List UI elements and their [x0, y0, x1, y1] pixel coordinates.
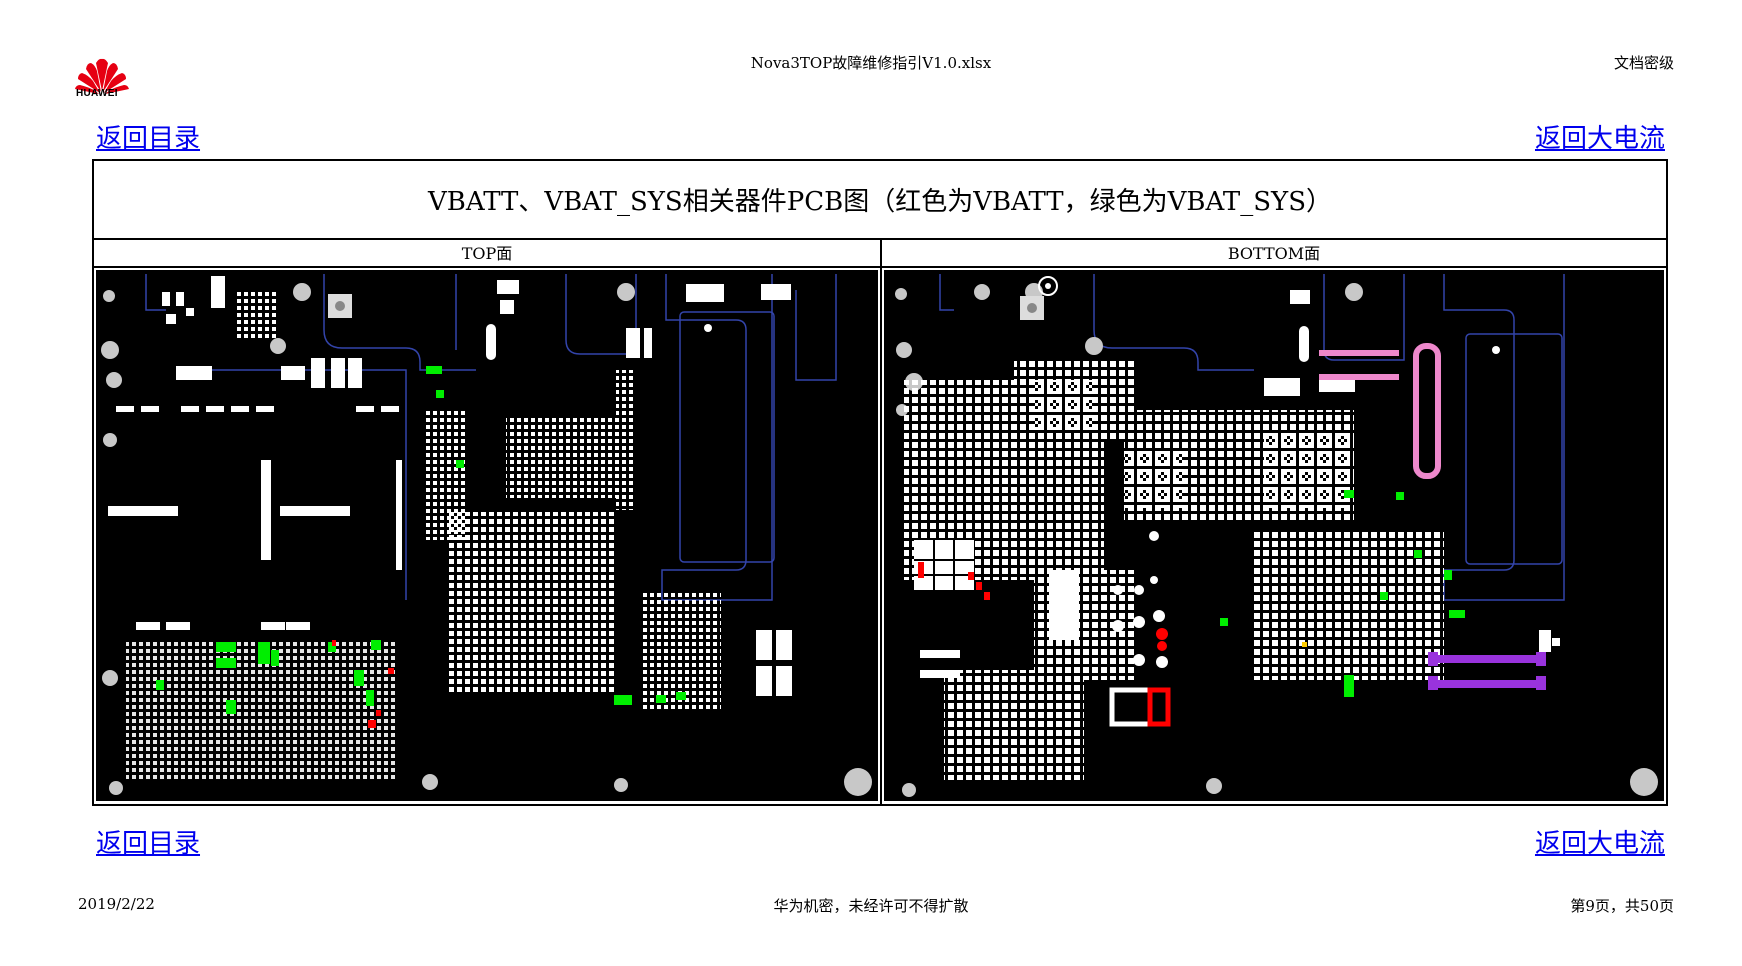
table-divider	[880, 240, 882, 805]
table-title: VBATT、VBAT_SYS相关器件PCB图（红色为VBATT，绿色为VBAT_…	[427, 187, 1333, 217]
bottom-side-label: BOTTOM面	[1227, 244, 1321, 263]
back-to-toc-link-bottom[interactable]: 返回目录	[96, 829, 201, 859]
pcb-table	[92, 159, 1668, 806]
footer-date: 2019/2/22	[78, 895, 155, 913]
back-to-toc-link-top[interactable]: 返回目录	[96, 124, 201, 154]
table-divider	[94, 238, 1666, 240]
logo-wordmark: HUAWEI	[76, 88, 118, 99]
pcb-top-image	[96, 270, 878, 801]
top-side-label: TOP面	[461, 244, 513, 263]
document-filename: Nova3TOP故障维修指引V1.0.xlsx	[750, 54, 992, 72]
huawei-logo-icon	[75, 58, 129, 94]
footer-page-number: 第9页，共50页	[1570, 897, 1674, 915]
back-to-large-current-link-top[interactable]: 返回大电流	[1534, 124, 1665, 154]
footer-confidential: 华为机密，未经许可不得扩散	[773, 897, 969, 915]
security-level: 文档密级	[1613, 54, 1674, 72]
pcb-bottom-image	[884, 270, 1664, 801]
back-to-large-current-link-bottom[interactable]: 返回大电流	[1534, 829, 1665, 859]
